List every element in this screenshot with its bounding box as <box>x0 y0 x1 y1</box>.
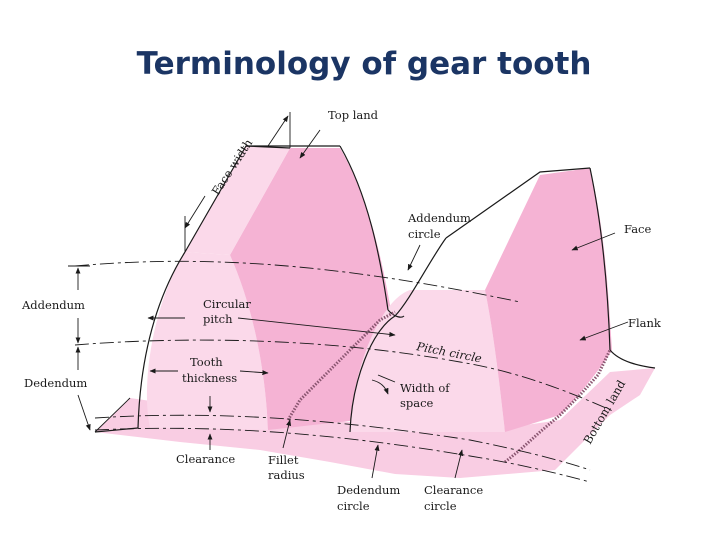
label-addendum-circle-2: circle <box>408 227 441 241</box>
label-tooth-thickness-1: Tooth <box>190 355 223 369</box>
tooth-outlines <box>94 145 656 433</box>
clearance-circle-line <box>94 427 591 483</box>
label-fillet-radius-1: Fillet <box>268 453 299 467</box>
label-circular-pitch-2: pitch <box>203 312 233 326</box>
face-width-dimension <box>184 112 291 252</box>
fillet-hatch-2 <box>504 349 612 464</box>
tooth-2-face <box>485 168 612 432</box>
slide-title: Terminology of gear tooth <box>136 46 592 82</box>
tooth-1-face <box>230 148 392 430</box>
label-addendum: Addendum <box>21 298 85 312</box>
label-top-land: Top land <box>328 108 379 122</box>
label-face: Face <box>624 222 651 236</box>
width-of-space-dimension <box>371 379 389 395</box>
tooth-1-top-land <box>185 146 290 255</box>
addendum-circle-line <box>74 260 521 303</box>
label-width-of-space-2: space <box>400 396 434 410</box>
dedendum-circle-line <box>94 414 591 471</box>
label-width-of-space-1: Width of <box>400 381 450 395</box>
label-circular-pitch-1: Circular <box>203 297 251 311</box>
label-addendum-circle-1: Addendum <box>407 211 471 225</box>
pitch-circle-line <box>74 339 616 413</box>
tooth-1-side <box>146 252 268 430</box>
tooth-thickness-dimension <box>149 368 269 376</box>
label-flank: Flank <box>628 316 662 330</box>
fillet-hatch-1 <box>286 310 396 421</box>
label-dedendum-circle-1: Dedendum <box>337 483 400 497</box>
circular-pitch-dimension <box>147 315 396 337</box>
leader-lines <box>282 129 629 479</box>
label-tooth-thickness-2: thickness <box>182 371 237 385</box>
label-clearance: Clearance <box>176 452 235 466</box>
dedendum-dimension <box>75 346 91 431</box>
label-clearance-circle-1: Clearance <box>424 483 483 497</box>
tooth-2-side <box>350 290 505 432</box>
label-fillet-radius-2: radius <box>268 468 305 482</box>
label-dedendum: Dedendum <box>24 376 87 390</box>
label-clearance-circle-2: circle <box>424 499 457 513</box>
label-dedendum-circle-2: circle <box>337 499 370 513</box>
addendum-dimension <box>68 265 90 344</box>
